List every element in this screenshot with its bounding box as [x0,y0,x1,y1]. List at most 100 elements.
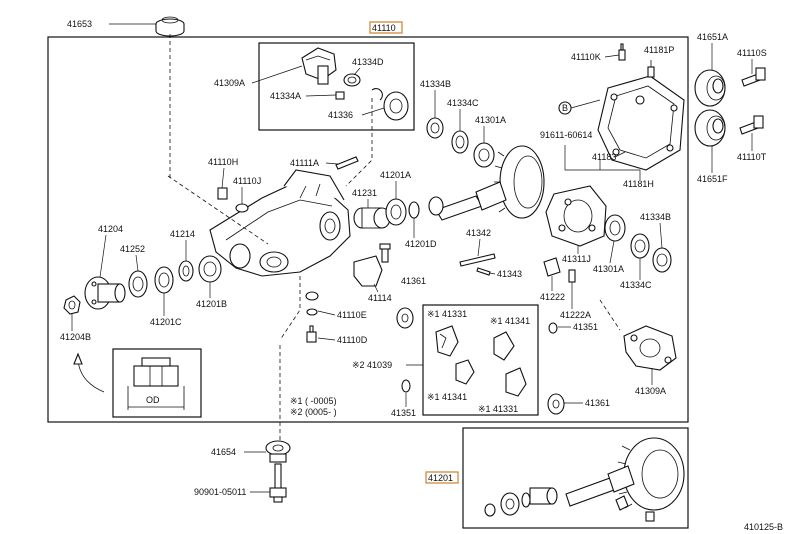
label-41201d[interactable]: 41201D [405,239,437,249]
label-41651f[interactable]: 41651F [697,174,728,184]
note-1[interactable]: ※1 ( -0005) [290,396,337,406]
label-41231[interactable]: 41231 [352,188,377,198]
differential-case [545,185,607,247]
ref-b-letter: B [562,103,568,113]
bearing-41201a [385,198,407,226]
label-41222[interactable]: 41222 [540,292,565,302]
pinion-gear-41341-bot [455,359,475,385]
bearing-41301a-top [473,142,495,168]
label-41110j[interactable]: 41110J [233,176,261,186]
label-41110h[interactable]: 41110H [208,157,238,167]
rear-cover-41183 [597,75,685,171]
label-41653[interactable]: 41653 [67,19,92,29]
label-41336[interactable]: 41336 [328,110,353,120]
main-assembly-frame [47,36,689,423]
bolt-sub [615,495,655,522]
bearing-41201b [198,255,222,283]
label-41201a[interactable]: 41201A [380,170,411,180]
label-41334c-top[interactable]: 41334C [447,98,479,108]
label-41341-bot[interactable]: ※1 41341 [427,392,467,402]
od-arrow-head [73,352,83,365]
thrust-washer-41361 [396,307,414,329]
label-41361-mid[interactable]: 41361 [401,276,426,286]
thrust-washer-41351-bot [401,379,411,393]
nut-41334a [335,91,345,100]
label-41110s[interactable]: 41110S [737,48,767,58]
label-41331-bot[interactable]: ※1 41331 [478,404,518,414]
washer-sub [484,503,496,517]
label-41654[interactable]: 41654 [211,447,236,457]
gasket-41110j [235,203,249,213]
diagram-id[interactable]: 410125-B [744,522,783,532]
thrust-washer-41361-bot [547,393,565,415]
washer-41351-right [548,322,558,334]
label-41110k[interactable]: 41110K [571,52,601,62]
label-41334c-right[interactable]: 41334C [620,280,652,290]
pinion-sub [565,465,635,507]
subassembly-number[interactable]: 41201 [428,473,453,483]
assembly-number[interactable]: 41110 [372,23,396,33]
od-label[interactable]: OD [146,395,160,405]
deflector-41201c [154,266,174,294]
label-41110d[interactable]: 41110D [337,335,368,345]
label-41204b[interactable]: 41204B [60,332,91,342]
bearing-small [428,196,444,216]
label-41361-bottom[interactable]: 41361 [585,398,610,408]
cap-41653 [155,16,185,37]
label-41351-bot[interactable]: 41351 [391,408,416,418]
companion-flange-subframe [258,42,415,131]
label-91611[interactable]: 91611-60614 [540,130,592,140]
label-41334b-right[interactable]: 41334B [640,212,671,222]
label-41181h[interactable]: 41181H [623,179,654,189]
gasket-41110d [306,325,317,343]
washer-41334d [343,73,361,87]
label-41222a[interactable]: 41222A [560,310,591,320]
companion-flange-41309a-right [623,325,677,371]
label-41111a[interactable]: 41111A [290,158,319,168]
label-41309a-top[interactable]: 41309A [214,78,245,88]
mount-41651f [694,109,726,147]
bolt-41181p [647,60,655,78]
label-41301a-right[interactable]: 41301A [593,264,624,274]
label-41351-right[interactable]: 41351 [573,322,598,332]
label-41110t[interactable]: 41110T [737,152,767,162]
sensor-41222 [543,257,561,277]
label-41334a[interactable]: 41334A [270,91,301,101]
plug-41110h [217,187,228,200]
label-41341-top[interactable]: ※1 41341 [490,316,530,326]
label-41331-top[interactable]: ※1 41331 [427,309,467,319]
label-41204[interactable]: 41204 [98,224,123,234]
label-41039[interactable]: ※2 41039 [352,360,392,370]
bolt-41114 [379,243,391,263]
label-41334b-top[interactable]: 41334B [420,79,451,89]
assembly-number-highlight [369,21,403,34]
label-41301a-top[interactable]: 41301A [475,115,506,125]
washer-41110e [306,308,318,316]
bearing-sub [500,492,520,516]
label-41201c[interactable]: 41201C [150,317,182,327]
label-41214[interactable]: 41214 [170,229,195,239]
race-41334b-right [652,247,672,273]
spacer-41334c-right [630,233,650,259]
label-41309a-right[interactable]: 41309A [635,386,666,396]
bracket-41654 [265,440,291,463]
label-41114[interactable]: 41114 [368,293,392,303]
label-41110e[interactable]: 41110E [337,310,367,320]
label-41343[interactable]: 41343 [497,269,522,279]
label-41334d[interactable]: 41334D [352,57,384,67]
label-41311j[interactable]: 41311J [562,254,591,264]
label-41651a[interactable]: 41651A [697,32,728,42]
label-41342[interactable]: 41342 [466,228,491,238]
label-41252[interactable]: 41252 [120,244,145,254]
label-41183[interactable]: 41183 [592,152,616,162]
label-41201b[interactable]: 41201B [196,299,227,309]
side-gear-41331-top [435,325,459,357]
label-41181p[interactable]: 41181P [644,45,674,55]
mount-41651a [694,69,726,107]
companion-flange-41309a [301,47,337,85]
seal-41252 [128,270,148,298]
note-2[interactable]: ※2 (0005- ) [290,407,337,417]
label-90901[interactable]: 90901-05011 [194,487,246,497]
